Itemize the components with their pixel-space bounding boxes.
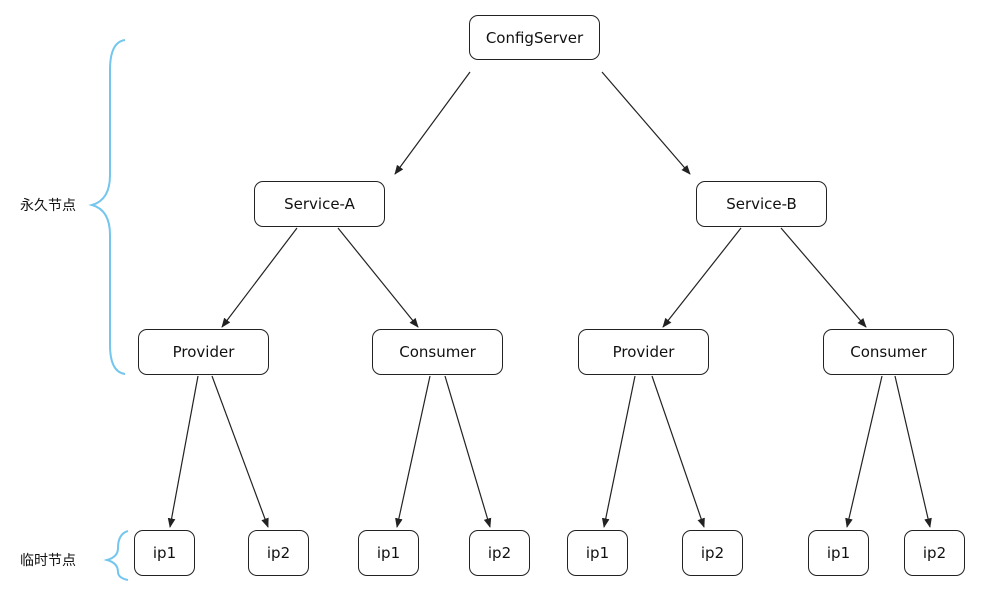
- b-consumer-ip2-node: ip2: [904, 530, 965, 576]
- edge-b-provider-ip2: [651, 375, 705, 528]
- service-a-consumer-node: Consumer: [372, 329, 503, 375]
- edge-a-consumer-ip1: [395, 375, 431, 528]
- edge-root-service-b: [601, 71, 691, 175]
- edge-service-a-provider: [221, 227, 298, 328]
- a-provider-ip2-node: ip2: [248, 530, 309, 576]
- service-b-consumer-node: Consumer: [823, 329, 954, 375]
- service-a-node: Service-A: [254, 181, 385, 227]
- config-server-node: ConfigServer: [469, 15, 600, 60]
- ephemeral-nodes-label: 临时节点: [20, 553, 76, 569]
- a-provider-ip1-node: ip1: [134, 530, 195, 576]
- edge-service-b-consumer: [780, 227, 867, 328]
- edge-service-a-consumer: [337, 227, 419, 328]
- service-a-provider-node: Provider: [138, 329, 269, 375]
- persistent-nodes-label: 永久节点: [20, 198, 76, 214]
- edge-a-consumer-ip2: [444, 375, 492, 528]
- edge-a-provider-ip2: [211, 375, 269, 528]
- edge-a-provider-ip1: [167, 375, 199, 528]
- b-provider-ip1-node: ip1: [567, 530, 628, 576]
- a-consumer-ip2-node: ip2: [469, 530, 530, 576]
- ephemeral-brace: [103, 530, 129, 581]
- service-b-node: Service-B: [696, 181, 827, 227]
- edge-b-provider-ip1: [601, 375, 636, 528]
- a-consumer-ip1-node: ip1: [358, 530, 419, 576]
- edge-service-b-provider: [662, 227, 742, 328]
- edge-b-consumer-ip1: [845, 375, 883, 528]
- edge-root-service-a: [394, 71, 471, 175]
- b-consumer-ip1-node: ip1: [808, 530, 869, 576]
- service-b-provider-node: Provider: [578, 329, 709, 375]
- persistent-brace: [88, 39, 126, 375]
- b-provider-ip2-node: ip2: [682, 530, 743, 576]
- edge-b-consumer-ip2: [894, 375, 932, 528]
